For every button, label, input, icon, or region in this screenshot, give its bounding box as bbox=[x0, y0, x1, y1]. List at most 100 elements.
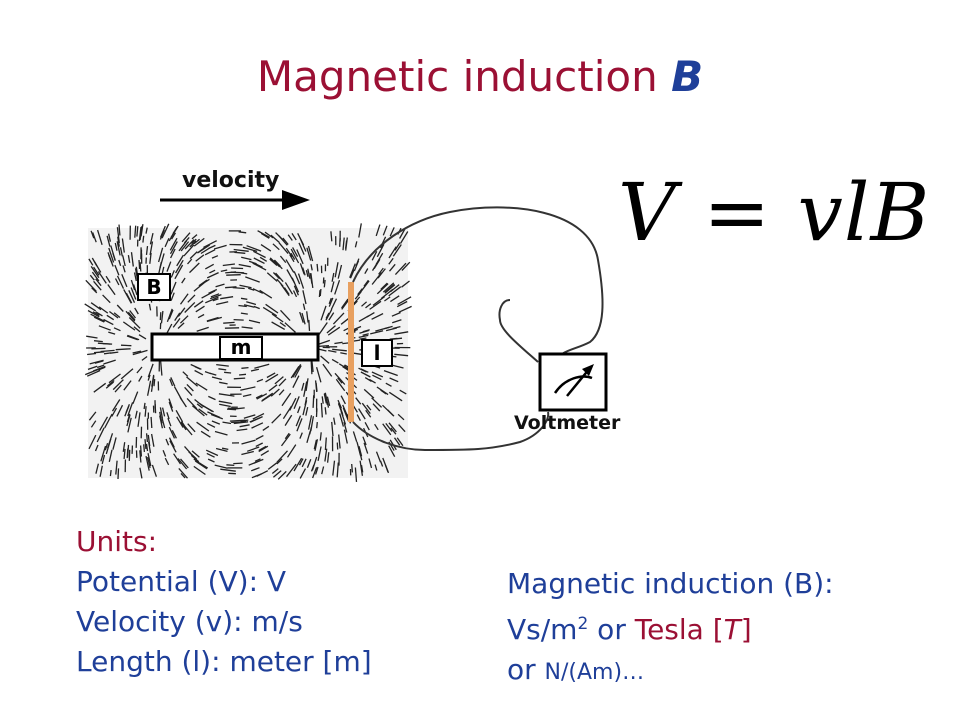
iron-filing bbox=[351, 463, 354, 473]
iron-filing bbox=[125, 292, 133, 304]
iron-filing bbox=[108, 331, 116, 335]
iron-filing bbox=[118, 224, 121, 236]
iron-filing bbox=[130, 287, 137, 300]
iron-filing bbox=[320, 355, 330, 364]
iron-filing bbox=[235, 407, 245, 410]
iron-filing bbox=[380, 282, 388, 290]
iron-filing bbox=[165, 438, 170, 446]
iron-filing bbox=[229, 419, 246, 422]
iron-filing bbox=[271, 468, 279, 475]
iron-filing bbox=[189, 240, 197, 248]
voltmeter bbox=[538, 352, 608, 412]
iron-filing bbox=[218, 393, 235, 397]
iron-filing bbox=[292, 290, 298, 298]
iron-filing bbox=[118, 259, 122, 266]
exponent: 2 bbox=[577, 614, 589, 634]
iron-filing bbox=[88, 411, 97, 421]
iron-filing bbox=[370, 330, 384, 335]
iron-filing bbox=[391, 311, 401, 317]
iron-filing bbox=[385, 382, 392, 387]
iron-filing bbox=[113, 327, 121, 332]
iron-filing bbox=[297, 273, 305, 289]
induction-line-3: or N/(Am)… bbox=[507, 650, 834, 693]
iron-filing bbox=[315, 367, 322, 383]
iron-filing bbox=[254, 363, 270, 369]
iron-filing bbox=[189, 251, 198, 260]
iron-filing bbox=[195, 382, 208, 391]
iron-filing bbox=[271, 321, 286, 330]
iron-filing bbox=[117, 468, 120, 480]
iron-filing bbox=[317, 322, 328, 336]
iron-filing bbox=[388, 445, 396, 458]
iron-filing bbox=[369, 300, 382, 310]
or-text: or bbox=[588, 613, 635, 646]
iron-filing bbox=[85, 279, 97, 292]
iron-filing bbox=[100, 349, 115, 353]
iron-filing bbox=[321, 396, 324, 404]
iron-filing bbox=[249, 417, 261, 423]
iron-filing bbox=[233, 462, 243, 465]
iron-filing bbox=[337, 377, 343, 384]
iron-filing bbox=[167, 417, 172, 427]
iron-filing bbox=[157, 247, 164, 263]
iron-filing bbox=[334, 372, 346, 385]
iron-filing bbox=[139, 445, 143, 457]
iron-filing bbox=[170, 377, 176, 387]
iron-filing bbox=[239, 373, 247, 376]
iron-filing bbox=[385, 423, 393, 432]
iron-filing bbox=[399, 228, 406, 239]
iron-filing bbox=[255, 442, 263, 447]
iron-filing bbox=[168, 309, 174, 320]
iron-filing bbox=[243, 304, 255, 308]
iron-filing bbox=[170, 248, 176, 259]
iron-filing bbox=[317, 446, 322, 462]
magnet-label: m bbox=[231, 335, 252, 359]
iron-filing bbox=[398, 424, 406, 433]
iron-filing bbox=[162, 449, 167, 457]
iron-filing bbox=[305, 406, 309, 416]
iron-filing bbox=[295, 415, 302, 427]
iron-filing bbox=[328, 312, 335, 321]
iron-filing bbox=[92, 232, 97, 243]
iron-filing bbox=[338, 434, 341, 449]
field-label: B bbox=[146, 275, 161, 299]
iron-filing bbox=[303, 381, 308, 397]
iron-filing bbox=[149, 252, 152, 264]
iron-filing bbox=[245, 276, 260, 283]
iron-filing bbox=[331, 421, 334, 437]
iron-filing bbox=[98, 306, 109, 314]
iron-filing bbox=[130, 279, 136, 291]
iron-filing bbox=[285, 463, 297, 478]
iron-filing bbox=[342, 237, 345, 251]
iron-filing bbox=[180, 421, 187, 428]
iron-filing bbox=[247, 287, 255, 291]
iron-filing bbox=[128, 317, 141, 329]
iron-filing bbox=[90, 313, 106, 322]
iron-filing bbox=[129, 310, 137, 319]
iron-filing bbox=[292, 247, 299, 258]
iron-filing bbox=[119, 247, 123, 257]
iron-filing bbox=[226, 274, 241, 276]
iron-filing bbox=[200, 247, 210, 255]
iron-filing bbox=[195, 305, 205, 313]
iron-filing bbox=[112, 437, 117, 450]
iron-filing bbox=[143, 402, 146, 410]
iron-filing bbox=[193, 282, 205, 292]
iron-filing bbox=[174, 264, 184, 280]
iron-filing bbox=[99, 416, 109, 431]
iron-filing bbox=[394, 353, 409, 357]
iron-filing bbox=[290, 365, 300, 379]
iron-filing bbox=[328, 349, 337, 353]
iron-filing bbox=[284, 432, 290, 440]
induction-diagram: velocity m B l Voltmeter bbox=[84, 168, 621, 482]
iron-filing bbox=[246, 301, 257, 306]
iron-filing bbox=[236, 428, 248, 432]
iron-filing bbox=[324, 437, 327, 451]
iron-filing bbox=[285, 259, 295, 273]
iron-filing bbox=[314, 380, 318, 392]
iron-filing bbox=[296, 418, 303, 432]
iron-filing bbox=[176, 254, 184, 267]
iron-filing bbox=[159, 407, 164, 420]
iron-filing bbox=[342, 342, 350, 345]
iron-filing bbox=[369, 378, 376, 384]
